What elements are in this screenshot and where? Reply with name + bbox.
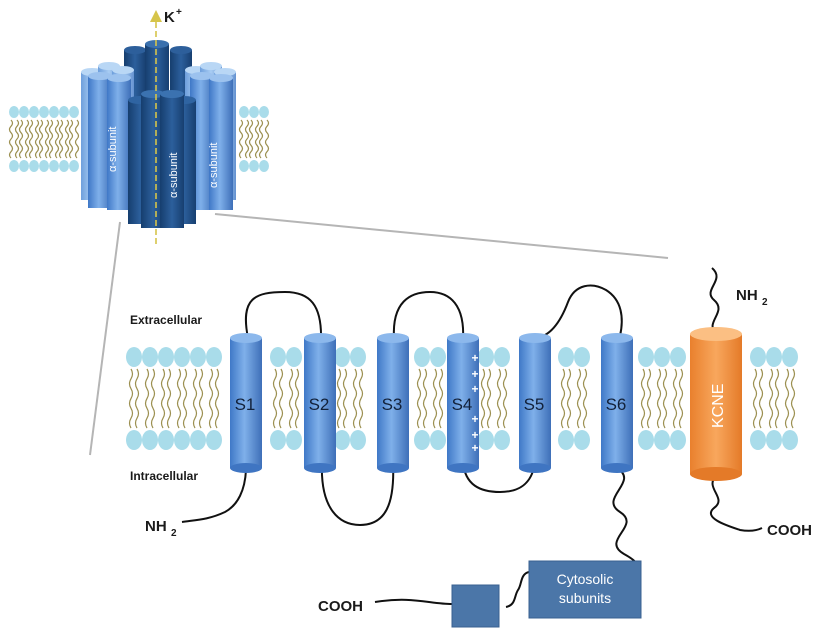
lipid (654, 347, 670, 450)
cytosolic-label-line2: subunits (559, 590, 611, 606)
kcne-n-terminus-tail (709, 267, 720, 335)
loop-s2-s3 (320, 461, 395, 527)
lipid (38, 106, 50, 172)
extracellular-label: Extracellular (130, 313, 202, 327)
zoom-line-left (89, 221, 121, 456)
loop-s3-s4 (392, 290, 465, 341)
segment-s4: S4++++++ (447, 333, 479, 473)
lipid (158, 347, 174, 450)
segment-s3: S3 (377, 333, 409, 473)
kcne-label: KCNE (710, 384, 727, 428)
lipid (18, 106, 30, 172)
alpha-n-terminus-sub: 2 (171, 528, 177, 539)
segment-label: S4 (452, 395, 473, 414)
lipid (414, 347, 430, 450)
positive-charge: + (471, 412, 478, 426)
zoom-line-right (214, 213, 669, 259)
lipid (28, 106, 40, 172)
intracellular-label: Intracellular (130, 469, 198, 483)
subunit-label-right: α-subunit (208, 143, 220, 189)
segment-s1: S1 (230, 333, 262, 473)
kcne-n-terminus-sub: 2 (762, 297, 768, 308)
alpha-c-terminus-tail (374, 598, 453, 605)
lipid (48, 106, 60, 172)
segment-label: S5 (524, 395, 545, 414)
lipid (478, 347, 494, 450)
lipid (494, 347, 510, 450)
lipid (766, 347, 782, 450)
kcne-n-terminus-label: NH (736, 287, 758, 304)
lipid (206, 347, 222, 450)
lipid (126, 347, 142, 450)
lipid (350, 347, 366, 450)
lipid (8, 106, 20, 172)
lipid (174, 347, 190, 450)
alpha-c-terminus-label: COOH (318, 598, 363, 615)
cytosolic-label-line1: Cytosolic (557, 571, 614, 587)
tetramer-channel: K + α-subunit α-subunit α-subunit (81, 7, 236, 244)
lipid (238, 106, 250, 172)
lipid (258, 106, 270, 172)
lipid (558, 347, 574, 450)
positive-charge: + (471, 441, 478, 455)
segment-label: S1 (235, 395, 256, 414)
lipid (270, 347, 286, 450)
lipid (248, 106, 260, 172)
positive-charge: + (471, 382, 478, 396)
lipid (68, 106, 80, 172)
lipid (430, 347, 446, 450)
membrane-bilayer-main (126, 347, 798, 450)
lipid (286, 347, 302, 450)
lipid (750, 347, 766, 450)
cytosolic-small-box (451, 584, 500, 628)
segment-s5: S5 (519, 333, 551, 473)
segment-s6: S6 (601, 333, 633, 473)
segment-s2: S2 (304, 333, 336, 473)
membrane-bilayer-top (8, 106, 270, 172)
loop-s5-s6 (535, 284, 623, 339)
kcne-c-terminus-label: COOH (767, 522, 812, 539)
loop-s1-s2 (244, 290, 323, 341)
segment-label: S6 (606, 395, 627, 414)
lipid (670, 347, 686, 450)
alpha-n-terminus-tail (181, 469, 247, 523)
lipid (782, 347, 798, 450)
segment-label: S3 (382, 395, 403, 414)
lipid (334, 347, 350, 450)
ion-charge: + (176, 7, 182, 18)
protein-backbone-loops (181, 267, 763, 608)
kcne-subunit: KCNE (690, 327, 742, 481)
cytosolic-link-curve (505, 571, 530, 608)
kcne-c-terminus-tail (710, 475, 763, 532)
lipid (190, 347, 206, 450)
loop-s4-s5 (462, 461, 536, 494)
cytosolic-subunits: Cytosolic subunits (451, 560, 642, 628)
segment-label: S2 (309, 395, 330, 414)
positive-charge: + (471, 367, 478, 381)
cytosolic-box (528, 560, 642, 619)
subunit-label-left: α-subunit (107, 127, 119, 173)
subunit-label-center: α-subunit (168, 153, 180, 199)
positive-charge: + (471, 428, 478, 442)
positive-charge: + (471, 351, 478, 365)
alpha-c-tail-to-cytosolic (612, 467, 640, 575)
lipid (638, 347, 654, 450)
lipid (58, 106, 70, 172)
ion-flow-arrow-icon (150, 10, 162, 22)
ion-label: K (164, 9, 175, 26)
front-dark-subunit (128, 90, 196, 228)
lipid (142, 347, 158, 450)
alpha-n-terminus-label: NH (145, 518, 167, 535)
lipid (574, 347, 590, 450)
